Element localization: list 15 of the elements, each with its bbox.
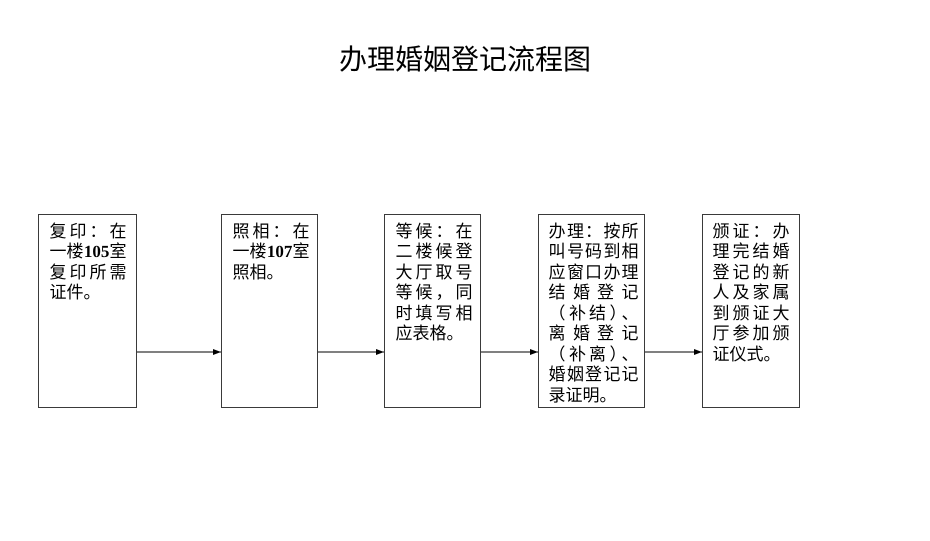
step-text: 办理：按所叫号码到相应窗口办理结婚登记（补结）、离婚登记（补离）、婚姻登记记录证明。 [548, 222, 638, 406]
step-text: 复印：在一楼105室复印所需证件。 [50, 222, 126, 304]
process-box [384, 214, 481, 408]
arrow [480, 349, 538, 355]
diagram-title: 办理婚姻登记流程图 [339, 44, 591, 78]
arrow [644, 349, 702, 355]
process-box [702, 214, 800, 408]
arrow [136, 349, 222, 355]
process-box [221, 214, 318, 408]
step-text: 照相：在一楼107室照相。 [232, 222, 310, 283]
process-box [38, 214, 137, 408]
step-text: 等候：在二楼候登大厅取号等候，同时填写相应表格。 [396, 222, 472, 344]
step-text: 颁证：办理完结婚登记的新人及家属到颁证大厅参加颁证仪式。 [712, 222, 790, 365]
arrow [318, 349, 384, 355]
process-box [538, 214, 645, 408]
